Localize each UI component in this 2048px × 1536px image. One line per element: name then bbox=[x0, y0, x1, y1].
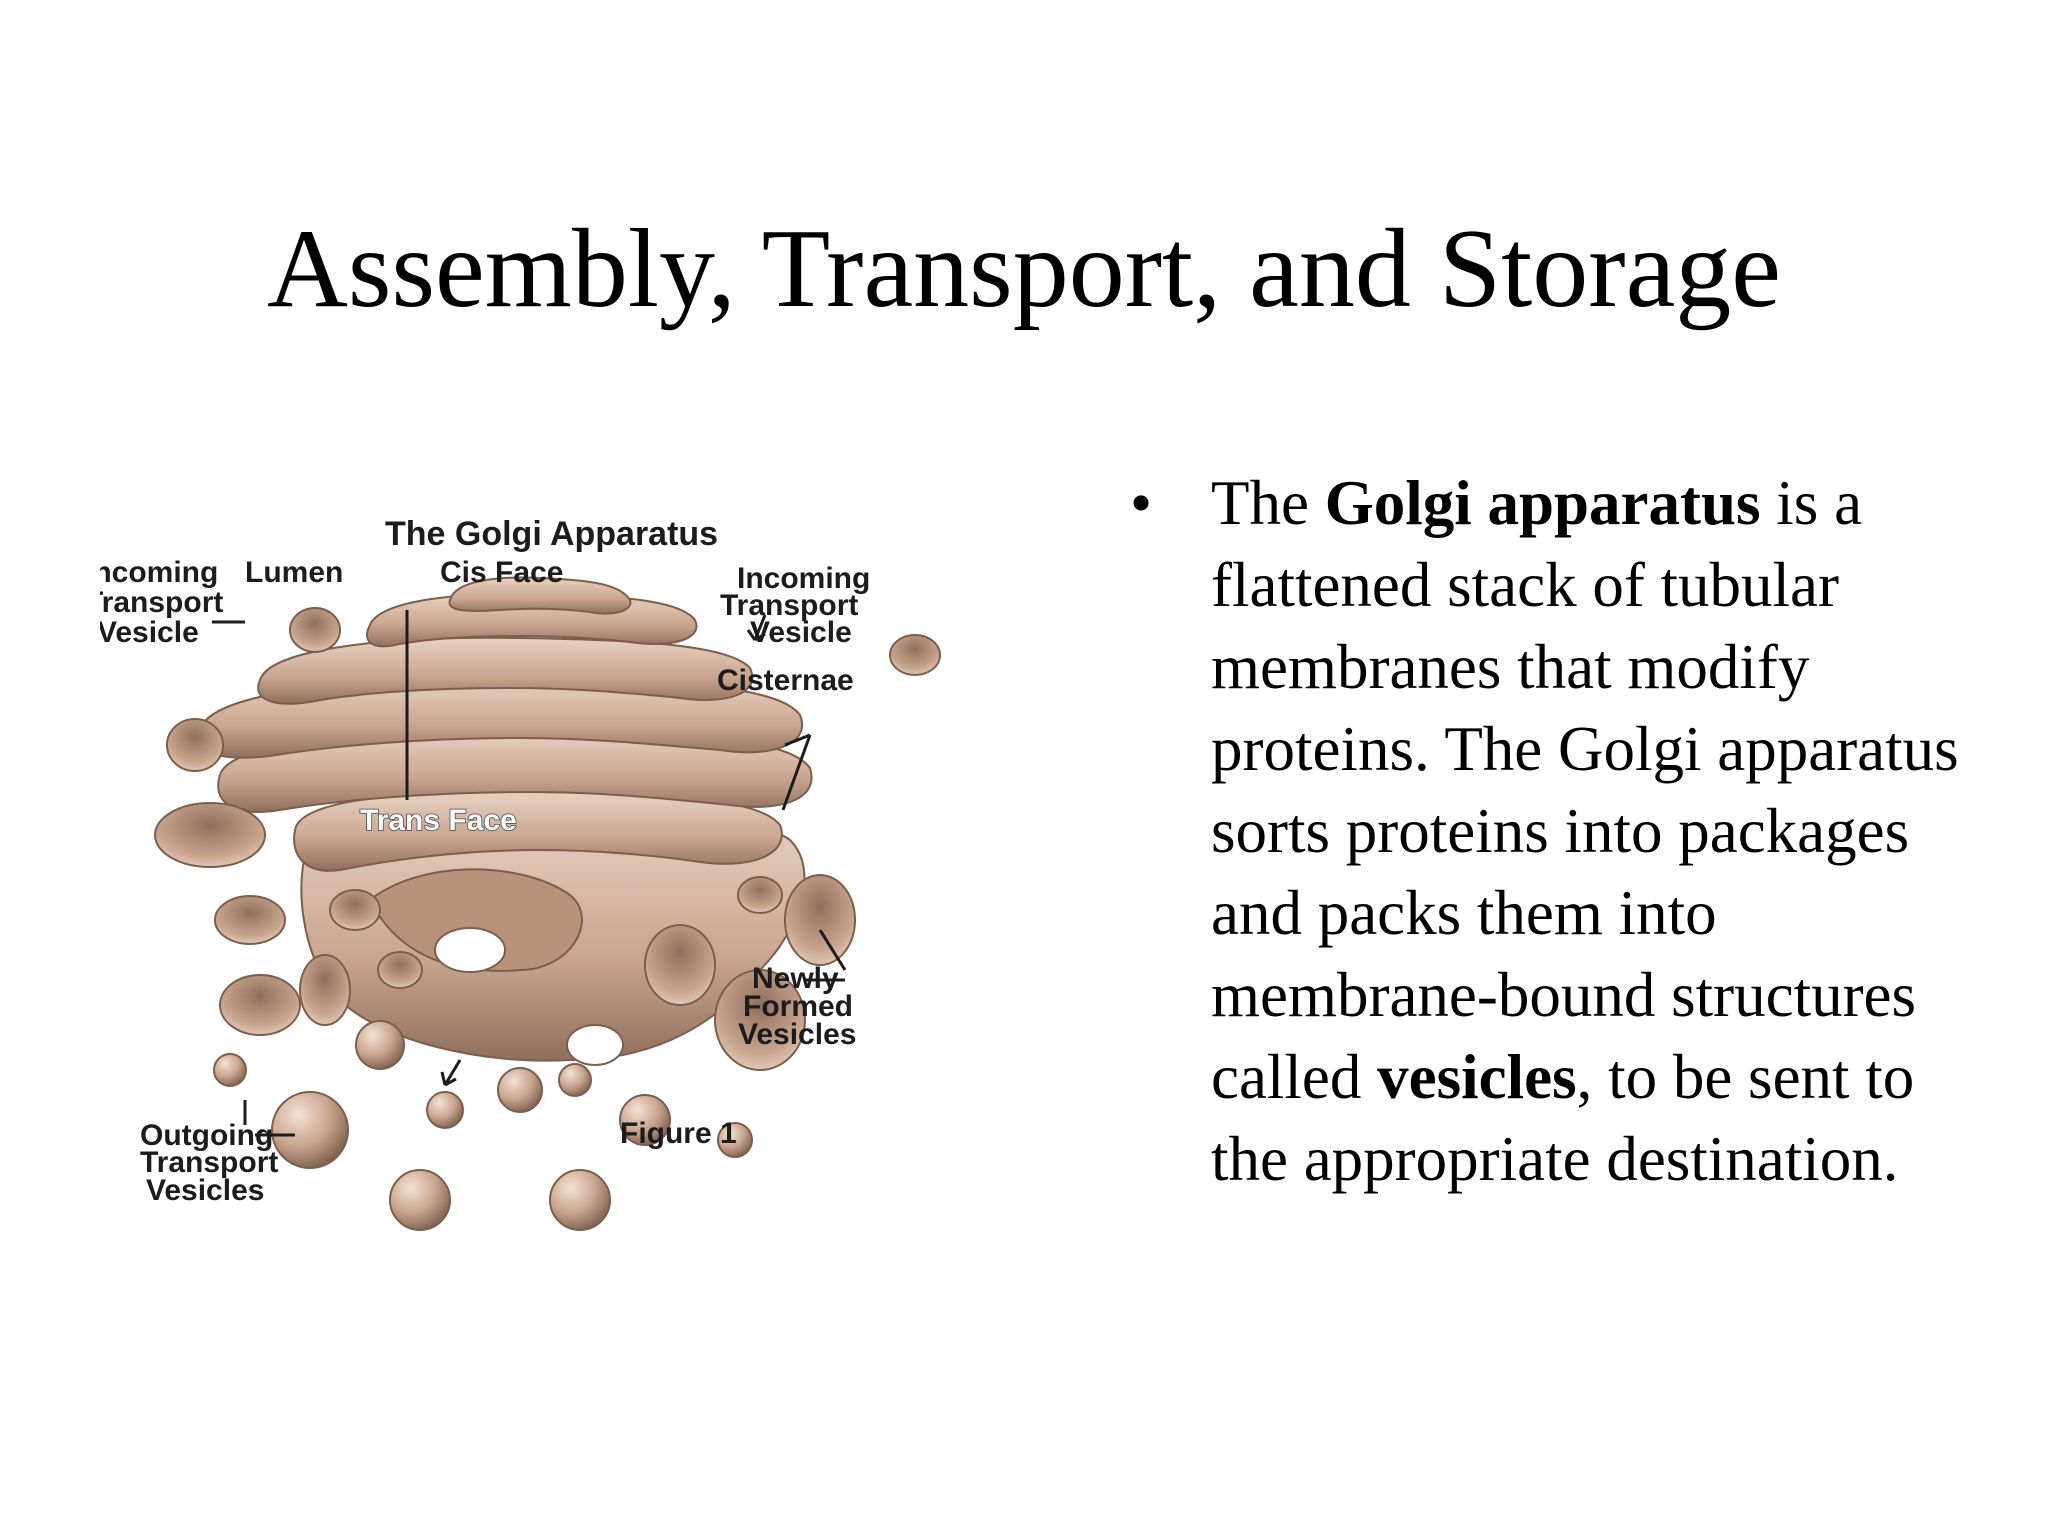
label-cisternae: Cisternae bbox=[717, 664, 854, 697]
term-vesicles: vesicles bbox=[1377, 1042, 1577, 1112]
term-golgi-apparatus: Golgi apparatus bbox=[1324, 468, 1761, 538]
label-newly-1: Newly bbox=[752, 962, 839, 995]
vesicle-cup bbox=[154, 802, 266, 868]
figure-heading: The Golgi Apparatus bbox=[385, 515, 718, 553]
vesicle-cup bbox=[289, 607, 341, 653]
label-newly-3: Vesicles bbox=[738, 1018, 856, 1051]
label-outgoing-2: Transport bbox=[140, 1146, 278, 1179]
label-incoming-left-1: Incoming bbox=[100, 556, 218, 589]
vesicle-sphere bbox=[558, 1063, 592, 1097]
outgoing-arrow bbox=[440, 1059, 462, 1087]
vesicle-sphere bbox=[389, 1169, 451, 1231]
vesicle-cup bbox=[329, 889, 381, 931]
vesicle-cup bbox=[166, 718, 224, 772]
vesicle-sphere bbox=[549, 1169, 611, 1231]
label-outgoing-1: Outgoing bbox=[140, 1119, 273, 1152]
golgi-figure: The Golgi Apparatus bbox=[100, 500, 1150, 1330]
vesicle-sphere bbox=[717, 1122, 753, 1158]
vesicle-cup bbox=[784, 874, 856, 966]
cisternae-leader bbox=[784, 733, 811, 747]
bullet-text: , to be sent to the appropriate destinat… bbox=[1211, 1042, 1915, 1194]
label-incoming-right-1: Incoming bbox=[737, 562, 870, 595]
vesicle-cup bbox=[644, 924, 716, 1006]
bullet-text: The bbox=[1211, 468, 1325, 538]
trans-hole bbox=[566, 1024, 624, 1066]
trans-hole bbox=[434, 927, 506, 973]
figure-caption: Figure 1 bbox=[620, 1117, 737, 1150]
label-incoming-right-2: Transport bbox=[720, 589, 858, 622]
vesicle-sphere bbox=[426, 1091, 464, 1129]
vesicle-cup bbox=[714, 969, 806, 1071]
label-trans-face: Trans Face bbox=[360, 804, 517, 837]
vesicle-cup bbox=[889, 634, 941, 676]
cisterna bbox=[448, 576, 632, 615]
bullet-text: is a flattened stack of tubular membrane… bbox=[1211, 468, 1959, 1112]
label-outgoing-3: Vesicles bbox=[146, 1174, 264, 1207]
vesicle-sphere bbox=[213, 1053, 247, 1087]
label-incoming-left-3: Vesicle bbox=[100, 616, 199, 649]
vesicle-sphere bbox=[355, 1020, 405, 1070]
incoming-right-arrow bbox=[746, 614, 767, 642]
bullet-dot: • bbox=[1130, 468, 1153, 538]
vesicle-sphere bbox=[271, 1091, 349, 1169]
vesicle-sphere bbox=[497, 1067, 543, 1113]
vesicle-cup bbox=[737, 876, 783, 914]
label-incoming-left-2: Transport bbox=[100, 586, 223, 619]
label-lumen: Lumen bbox=[245, 556, 343, 589]
label-cis-face: Cis Face bbox=[440, 556, 563, 589]
bullet-item: • The Golgi apparatus is a flattened sta… bbox=[1130, 462, 1960, 1200]
label-incoming-right-3: Vesicle bbox=[750, 616, 852, 649]
slide-title: Assembly, Transport, and Storage bbox=[266, 207, 1782, 331]
golgi-diagram: The Golgi Apparatus bbox=[100, 515, 941, 1231]
vesicle-cup bbox=[214, 895, 286, 945]
newly-formed-leader bbox=[818, 929, 847, 971]
vesicle-cup bbox=[377, 951, 423, 989]
vesicle-sphere bbox=[619, 1094, 671, 1146]
cisternae-leader bbox=[781, 734, 812, 811]
vesicle-cup bbox=[299, 954, 351, 1026]
vesicle-cup bbox=[219, 974, 301, 1036]
trans-cavity bbox=[368, 868, 583, 972]
bullet-list: • The Golgi apparatus is a flattened sta… bbox=[1130, 462, 1960, 1200]
label-newly-2: Formed bbox=[743, 990, 853, 1023]
